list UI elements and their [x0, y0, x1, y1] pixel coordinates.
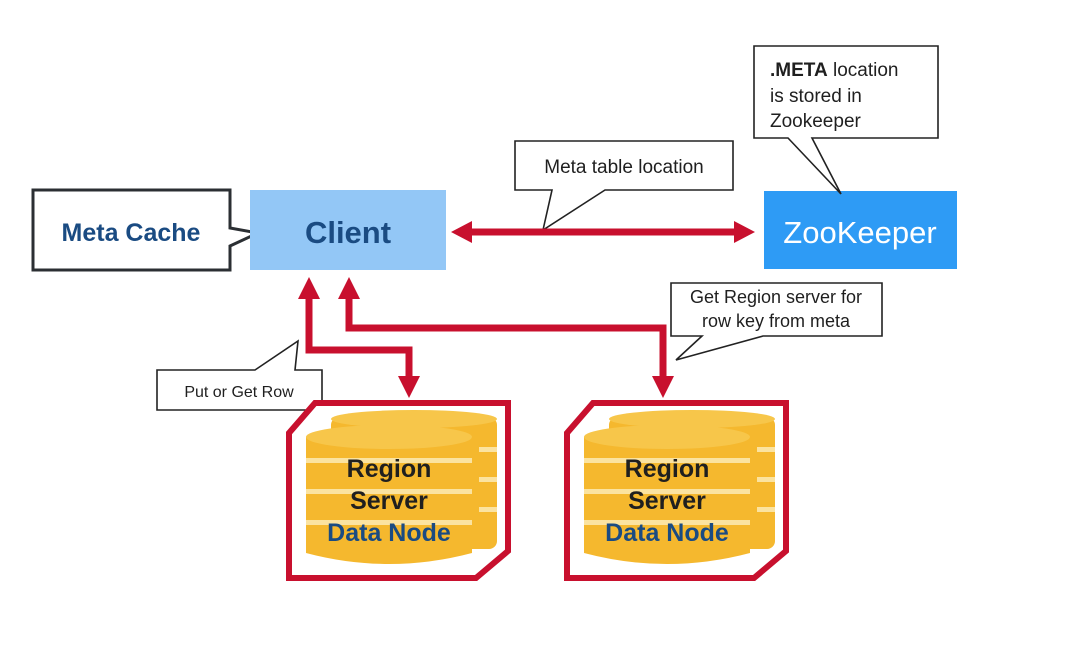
client-region-server-2-arrow	[338, 277, 674, 398]
front-disk-icon	[584, 425, 750, 564]
meta-location-line1: .META location	[770, 60, 898, 81]
get-region-server-line2: row key from meta	[702, 311, 851, 331]
zookeeper-node: ZooKeeper	[764, 191, 957, 269]
region-server-1-line3: Data Node	[327, 519, 451, 547]
meta-location-line3: Zookeeper	[770, 111, 862, 132]
arrow-head-right-icon	[734, 221, 755, 243]
put-get-row-callout: Put or Get Row	[156, 339, 323, 411]
client-node: Client	[250, 190, 446, 270]
get-region-server-callout: Get Region server for row key from meta	[670, 282, 883, 361]
client-region-server-1-arrow	[298, 277, 420, 398]
client-rs2-line	[345, 298, 667, 378]
meta-location-line2: is stored in	[770, 86, 862, 107]
arrow-head-left-icon	[451, 221, 472, 243]
front-disk-icon	[306, 425, 472, 564]
meta-cache-label: Meta Cache	[62, 219, 201, 247]
arrow-head-up-icon	[338, 277, 360, 299]
get-region-server-line1: Get Region server for	[690, 287, 862, 307]
client-label: Client	[305, 215, 391, 250]
arrow-head-down-icon	[398, 376, 420, 398]
region-server-2-line3: Data Node	[605, 519, 729, 547]
client-zookeeper-arrow	[451, 221, 755, 243]
arrow-head-up-icon	[298, 277, 320, 299]
meta-location-rest: location	[828, 60, 899, 81]
put-get-row-label: Put or Get Row	[184, 384, 294, 401]
zookeeper-label: ZooKeeper	[783, 215, 936, 250]
meta-location-bold: .META	[770, 60, 828, 81]
region-server-1-line1: Region	[347, 455, 432, 483]
region-server-1: Region Server Data Node	[286, 400, 511, 581]
arrow-head-down-icon	[652, 376, 674, 398]
client-rs1-line	[305, 298, 413, 378]
region-server-2: Region Server Data Node	[564, 400, 789, 581]
region-server-2-line2: Server	[628, 487, 706, 515]
zookeeper-box	[764, 191, 957, 269]
client-box	[250, 190, 446, 270]
region-server-2-line1: Region	[625, 455, 710, 483]
meta-table-location-callout: Meta table location	[514, 140, 734, 232]
meta-table-location-label: Meta table location	[544, 157, 704, 178]
meta-cache-callout: Meta Cache	[31, 188, 263, 272]
meta-location-callout: .META location is stored in Zookeeper	[753, 45, 939, 195]
region-server-1-line2: Server	[350, 487, 428, 515]
